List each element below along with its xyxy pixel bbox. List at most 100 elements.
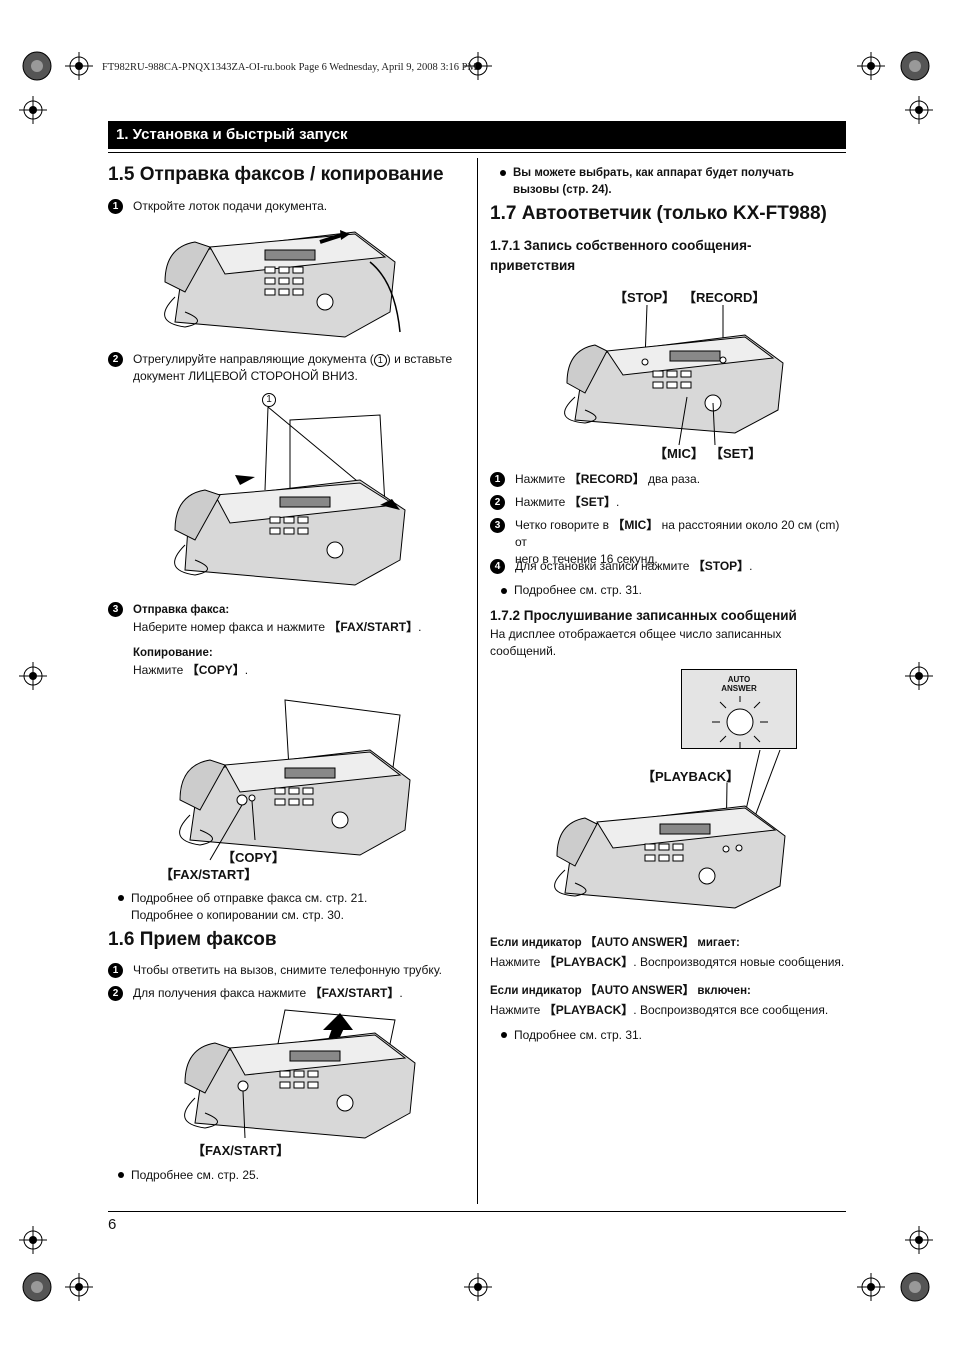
circled-number: 1 xyxy=(373,354,387,367)
playback-key: 【PLAYBACK】 xyxy=(543,955,634,969)
copy-key: 【COPY】 xyxy=(186,663,245,677)
text-part: . Воспроизводятся новые сообщения. xyxy=(633,955,845,969)
step-number: 3 xyxy=(108,602,123,617)
callout-fax-start: 【FAX/START】 xyxy=(160,867,258,882)
subsection-line: приветствия xyxy=(490,258,576,273)
note-playback: Подробнее см. стр. 31. xyxy=(514,1028,643,1042)
bullet xyxy=(118,895,124,901)
condition-blinking-label: Если индикатор 【AUTO ANSWER】 мигает: xyxy=(490,937,740,949)
section-1-5-title: 1.5 Отправка факсов / копирование xyxy=(108,164,444,185)
fax-playback-illustration xyxy=(554,749,786,909)
column-divider xyxy=(477,158,478,1204)
subsection-1-7-1-title: 1.7.1 Запись собственного сообщения- при… xyxy=(490,236,751,276)
step-text-part: . xyxy=(749,559,753,573)
callout-copy: 【COPY】 xyxy=(222,850,285,865)
step-text: Чтобы ответить на вызов, снимите телефон… xyxy=(133,963,442,977)
note-fax-send: Подробнее об отправке факса см. стр. 21. xyxy=(131,891,368,905)
callout-stop: 【STOP】 xyxy=(614,290,676,305)
step-number: 4 xyxy=(490,559,505,574)
bullet xyxy=(118,1172,124,1178)
set-key: 【SET】 xyxy=(568,495,617,509)
text-part: Нажмите xyxy=(490,955,544,969)
step-number: 1 xyxy=(108,199,123,214)
step-text-part: Нажмите xyxy=(515,472,569,486)
header-rule xyxy=(108,152,846,153)
text-part: . Воспроизводятся все сообщения. xyxy=(633,1003,829,1017)
indicator-light-icon xyxy=(712,696,768,748)
bullet xyxy=(501,1032,507,1038)
playback-key: 【PLAYBACK】 xyxy=(543,1003,634,1017)
indicator-label-line: ANSWER xyxy=(721,684,757,693)
footer-rule xyxy=(108,1211,846,1212)
top-note-line: вызовы (стр. 24). xyxy=(513,184,612,196)
bullet xyxy=(500,170,506,176)
copy-label: Копирование: xyxy=(133,647,213,659)
step-text-part: него в течение 16 секунд. xyxy=(515,552,658,566)
callout-set: 【SET】 xyxy=(710,446,762,461)
top-note: Вы можете выбрать, как аппарат будет пол… xyxy=(513,165,794,199)
callout-mic: 【MIC】 xyxy=(654,446,704,461)
step-text: Отрегулируйте направляющие документа (1)… xyxy=(133,351,468,385)
step-number: 2 xyxy=(108,986,123,1001)
step-number: 1 xyxy=(108,963,123,978)
indicator-label: AUTO ANSWER xyxy=(682,675,796,693)
record-key: 【RECORD】 xyxy=(568,472,645,486)
printer-slug-line: FT982RU-988CA-PNQX1343ZA-OI-ru.book Page… xyxy=(102,62,477,73)
fax-start-key: 【FAX/START】 xyxy=(309,986,400,1000)
step-text-part: на расстоянии около 20 см (cm) от xyxy=(515,518,840,549)
subsection-line: 1.7.1 Запись собственного сообщения- xyxy=(490,238,752,253)
note-receive: Подробнее см. стр. 25. xyxy=(131,1168,260,1182)
step-text-part: Для остановки записи нажмите xyxy=(515,559,693,573)
condition-on-text: Нажмите 【PLAYBACK】. Воспроизводятся все … xyxy=(490,1002,828,1019)
step-text-part: Нажмите xyxy=(515,495,569,509)
step-text: Для остановки записи нажмите 【STOP】. xyxy=(515,558,753,575)
note-copy: Подробнее о копировании см. стр. 30. xyxy=(131,908,344,922)
step-number: 1 xyxy=(490,472,505,487)
page-number: 6 xyxy=(108,1216,117,1233)
fax-receive-illustration xyxy=(184,1009,416,1139)
auto-answer-indicator-panel: AUTO ANSWER xyxy=(681,669,797,749)
step-text-part: документ ЛИЦЕВОЙ СТОРОНОЙ ВНИЗ. xyxy=(133,369,358,383)
callout-fax-start: 【FAX/START】 xyxy=(192,1143,290,1158)
section-1-6-title: 1.6 Прием факсов xyxy=(108,929,277,950)
note-record: Подробнее см. стр. 31. xyxy=(514,583,643,597)
step-text-part: Четко говорите в xyxy=(515,518,613,532)
callout-playback: 【PLAYBACK】 xyxy=(642,769,740,784)
playback-description: На дисплее отображается общее число запи… xyxy=(490,626,781,660)
fax-start-key: 【FAX/START】 xyxy=(328,620,419,634)
step-text: Откройте лоток подачи документа. xyxy=(133,199,328,213)
mic-key: 【MIC】 xyxy=(612,518,659,532)
step-number: 3 xyxy=(490,518,505,533)
description-line: На дисплее отображается общее число запи… xyxy=(490,627,782,641)
step-text: Нажмите 【SET】. xyxy=(515,494,619,511)
subsection-1-7-2-title: 1.7.2 Прослушивание записанных сообщений xyxy=(490,608,797,623)
step-text: Нажмите 【RECORD】 два раза. xyxy=(515,471,700,488)
fax-record-greeting-illustration xyxy=(564,304,784,446)
step-text-part: два раза. xyxy=(644,472,701,486)
fax-open-tray-illustration xyxy=(164,230,401,338)
step-text-part: Для получения факса нажмите xyxy=(133,986,310,1000)
chapter-header: 1. Установка и быстрый запуск xyxy=(108,121,846,149)
step-text: Для получения факса нажмите 【FAX/START】. xyxy=(133,986,403,1000)
step-number: 2 xyxy=(108,352,123,367)
fax-send-label: Отправка факса: xyxy=(133,604,230,616)
step-text-part: . xyxy=(616,495,620,509)
indicator-label-line: AUTO xyxy=(727,675,751,684)
fax-send-text: Наберите номер факса и нажмите xyxy=(133,620,329,634)
fax-insert-document-illustration xyxy=(174,406,406,586)
stop-key: 【STOP】 xyxy=(692,559,750,573)
section-1-7-title: 1.7 Автоответчик (только KX-FT988) xyxy=(490,203,827,224)
step-3-block: Отправка факса: Наберите номер факса и н… xyxy=(133,604,422,677)
step-number: 2 xyxy=(490,495,505,510)
condition-on-label: Если индикатор 【AUTO ANSWER】 включен: xyxy=(490,985,751,997)
top-note-line: Вы можете выбрать, как аппарат будет пол… xyxy=(513,167,794,179)
step-text: Четко говорите в 【MIC】 на расстоянии око… xyxy=(515,517,850,568)
callout-record: 【RECORD】 xyxy=(683,290,766,305)
callout-circle-1: 1 xyxy=(262,393,276,407)
text-part: Нажмите xyxy=(490,1003,544,1017)
condition-blinking-text: Нажмите 【PLAYBACK】. Воспроизводятся новы… xyxy=(490,954,844,971)
bullet xyxy=(501,588,507,594)
fax-send-copy-illustration xyxy=(179,699,411,861)
step-text-part: Отрегулируйте направляющие документа ( xyxy=(133,352,374,366)
description-line: сообщений. xyxy=(490,644,557,658)
